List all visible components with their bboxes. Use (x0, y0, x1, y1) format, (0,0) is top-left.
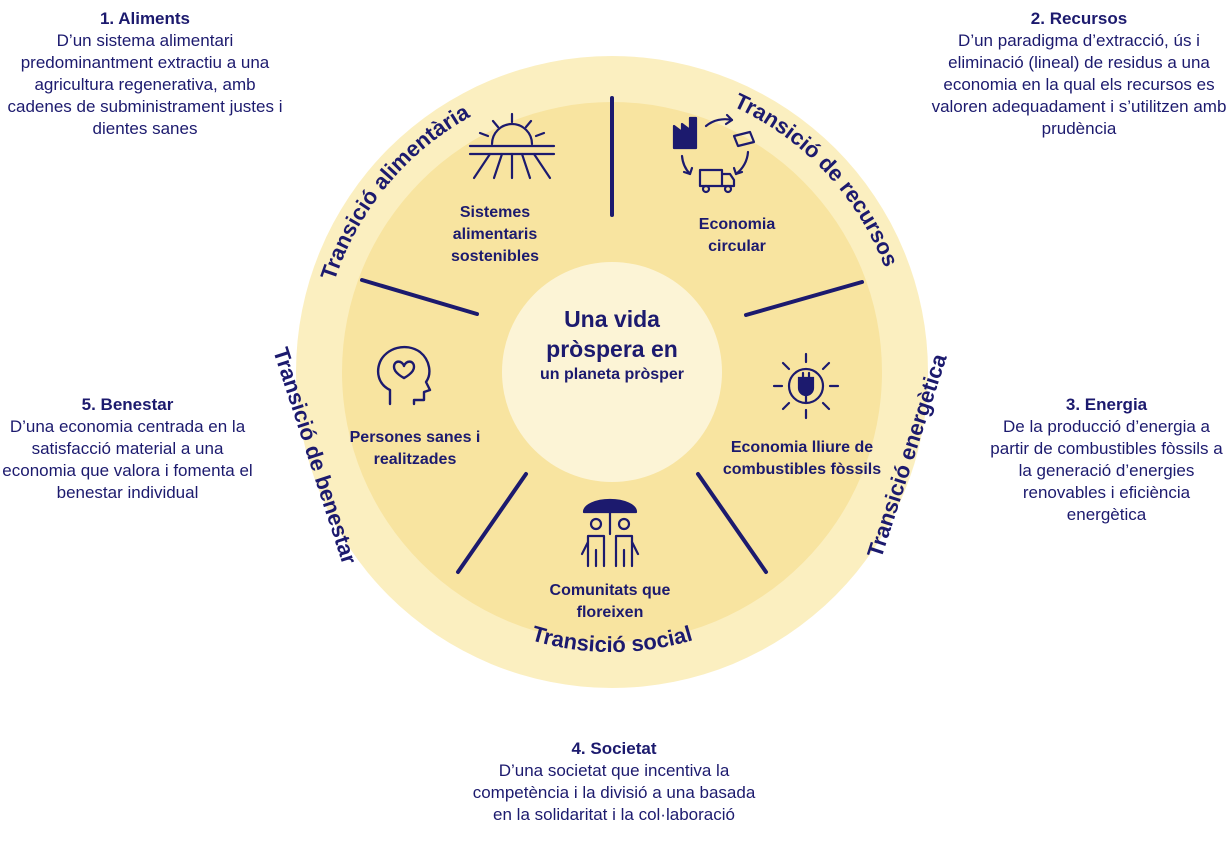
corner-description: D’un paradigma d’extracció, ús i elimina… (931, 31, 1227, 138)
segment-label-communities: Comunitats que floreixen (549, 582, 671, 621)
corner-title: 1. Aliments (99, 9, 191, 28)
center-line-1: Una vida (564, 306, 660, 332)
divider-line (696, 472, 768, 574)
corner-title: 3. Energia (1065, 395, 1148, 414)
corner-description: D’un sistema alimentari predominantment … (7, 31, 283, 138)
circular-economy-icon (672, 113, 756, 194)
segment-label-food: Sistemes alimentaris sostenibles (450, 204, 540, 265)
corner-title: 4. Societat (571, 739, 657, 758)
center-line-3: un planeta pròsper (539, 366, 685, 383)
corner-title: 2. Recursos (1030, 9, 1128, 28)
divider-line (360, 278, 479, 316)
corner-text-societat: 4. Societat D’una societat que incentiva… (464, 738, 764, 826)
corner-text-benestar: 5. Benestar D’una economia centrada en l… (0, 394, 255, 504)
corner-text-aliments: 1. Aliments D’un sistema alimentari pred… (0, 8, 290, 140)
corner-description: D’una economia centrada en la satisfacci… (2, 417, 253, 502)
segment-label-people: Persones sanes i realitzades (349, 429, 481, 468)
divider-line (744, 280, 864, 317)
lightbulb-plug-icon (772, 352, 840, 420)
sunrise-field-icon (468, 112, 556, 180)
head-heart-icon (376, 345, 432, 406)
people-umbrella-icon (580, 498, 640, 568)
corner-text-energia: 3. Energia De la producció d’energia a p… (985, 394, 1228, 526)
corner-title: 5. Benestar (81, 395, 174, 414)
corner-text-recursos: 2. Recursos D’un paradigma d’extracció, … (930, 8, 1228, 140)
corner-description: D’una societat que incentiva la competèn… (472, 761, 756, 824)
center-circle (502, 262, 722, 482)
segment-label-energy: Economia lliure de combustibles fòssils (722, 439, 882, 478)
segment-label-circular: Economia circular (698, 216, 776, 255)
divider-line (456, 472, 528, 574)
center-line-2: pròspera en (546, 336, 678, 362)
center-text: Una vida pròspera en un planeta pròsper (502, 304, 722, 386)
corner-description: De la producció d’energia a partir de co… (990, 417, 1223, 524)
